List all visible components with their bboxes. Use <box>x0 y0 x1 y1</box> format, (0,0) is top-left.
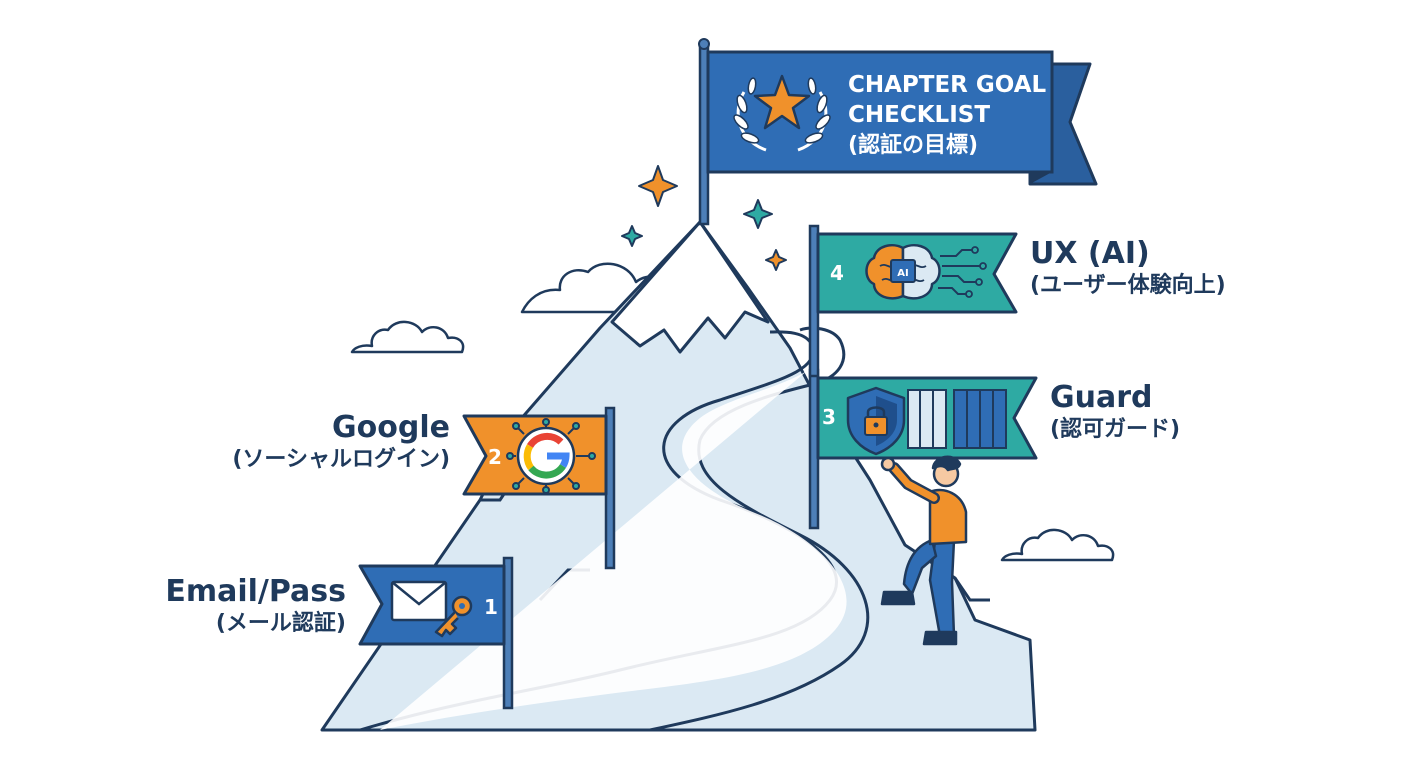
key-icon <box>434 595 473 638</box>
milestone-subtitle: (認可ガード) <box>1050 416 1181 442</box>
milestone-label-3: Guard (認可ガード) <box>1050 380 1180 443</box>
shield-lock-icon <box>846 386 906 456</box>
milestone-title: UX (AI) <box>1030 236 1150 271</box>
step-number: 1 <box>484 595 498 619</box>
flag-ux-ai: AI 4 <box>808 224 1018 378</box>
brain-ai-icon: AI <box>865 244 987 300</box>
goal-line-1: CHAPTER GOAL <box>848 72 1047 98</box>
goal-flag: CHAPTER GOAL CHECKLIST (認証の目標) <box>698 38 1098 226</box>
milestone-label-2: Google (ソーシャルログイン) <box>232 410 450 473</box>
gate-icon <box>907 389 1007 449</box>
step-number: 4 <box>830 261 844 285</box>
goal-line-3: (認証の目標) <box>848 132 978 158</box>
flag-guard: 3 <box>808 368 1038 530</box>
milestone-subtitle: (ユーザー体験向上) <box>1030 272 1226 298</box>
envelope-icon <box>390 580 448 622</box>
step-number: 2 <box>488 445 502 469</box>
milestone-label-1: Email/Pass (メール認証) <box>165 574 346 637</box>
google-logo-icon <box>506 418 596 494</box>
milestone-subtitle: (メール認証) <box>215 610 346 636</box>
milestone-title: Email/Pass <box>165 574 346 609</box>
milestone-title: Guard <box>1050 380 1153 415</box>
laurel-star-icon <box>733 74 831 152</box>
flag-email-pass: 1 <box>358 556 514 710</box>
milestone-title: Google <box>332 410 450 445</box>
step-number: 3 <box>822 405 836 429</box>
cloud-icon <box>1000 528 1115 562</box>
cloud-icon <box>350 320 465 354</box>
ai-chip-label: AI <box>897 268 908 279</box>
milestone-label-4: UX (AI) (ユーザー体験向上) <box>1030 236 1226 299</box>
goal-line-2: CHECKLIST <box>848 102 990 128</box>
flag-google: 2 <box>462 406 616 570</box>
climber-figure <box>880 455 968 646</box>
milestone-subtitle: (ソーシャルログイン) <box>232 446 450 472</box>
sparkle-icon <box>621 165 787 271</box>
